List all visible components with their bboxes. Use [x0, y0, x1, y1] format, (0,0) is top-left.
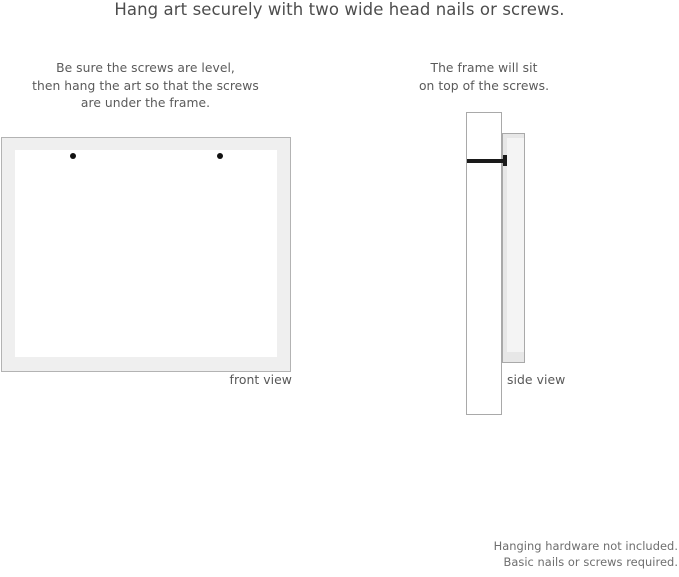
- front-view-label: front view: [229, 372, 292, 387]
- page-title: Hang art securely with two wide head nai…: [114, 0, 565, 19]
- front-view-caption-line-3: are under the frame.: [80, 96, 211, 110]
- front-view-diagram: [1, 137, 291, 372]
- front-view-caption-line-2: then hang the art so that the screws: [32, 78, 259, 93]
- footer-line-2: Basic nails or screws required.: [503, 554, 678, 569]
- wall-cross-section: [466, 112, 502, 415]
- front-view-caption: Be sure the screws are level, then hang …: [5, 60, 286, 113]
- artwork-area: [15, 150, 277, 357]
- side-view-label: side view: [507, 372, 566, 387]
- screw-head-right-icon: [217, 153, 223, 159]
- screw-head-left-icon: [70, 153, 76, 159]
- nail-shaft-icon: [467, 159, 505, 163]
- frame-cross-section-inner: [507, 138, 524, 352]
- nail-head-icon: [503, 155, 507, 166]
- footer-note: Hanging hardware not included. Basic nai…: [278, 539, 678, 570]
- side-view-caption-line-1: The frame will sit: [430, 61, 538, 75]
- footer-line-1: Hanging hardware not included.: [493, 539, 678, 553]
- side-view-diagram: [466, 112, 586, 417]
- front-view-caption-line-1: Be sure the screws are level,: [56, 61, 235, 75]
- side-view-caption-line-2: on top of the screws.: [418, 78, 550, 93]
- side-view-caption: The frame will sit on top of the screws.: [394, 60, 574, 95]
